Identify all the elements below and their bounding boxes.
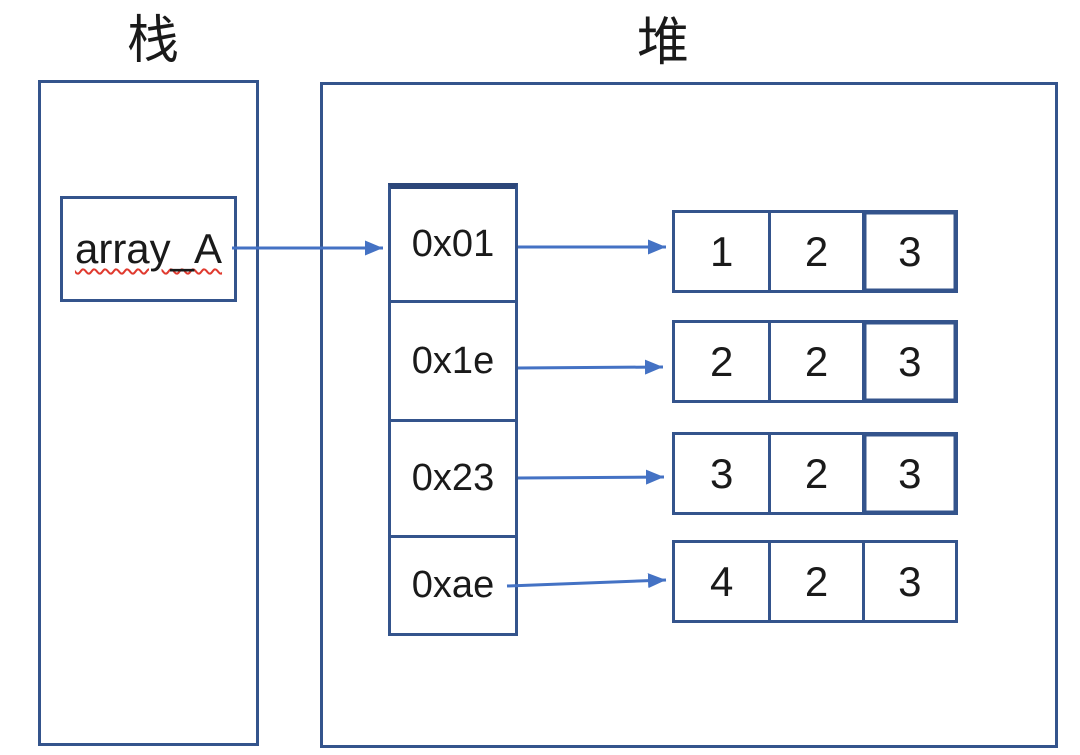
array-row-0: 1 2 3 (672, 210, 958, 293)
array-cell-2-1: 2 (768, 435, 861, 512)
array-cell-0-2: 3 (861, 213, 955, 290)
pointer-address-0: 0x01 (411, 223, 495, 265)
heap-panel (320, 82, 1058, 748)
pointer-address-1: 0x1e (411, 339, 495, 382)
stack-panel (38, 80, 259, 746)
array-cell-2-0: 3 (709, 449, 734, 497)
array-cell-2-2: 3 (861, 435, 955, 512)
stack-variable-label: array_A (74, 225, 223, 272)
pointer-address-2: 0x23 (411, 457, 495, 499)
array-cell-1-0: 2 (709, 337, 734, 385)
array-cell-3-1: 2 (768, 543, 861, 620)
array-cell-3-0: 4 (709, 557, 734, 605)
array-row-3: 4 2 3 (672, 540, 958, 623)
pointer-cell-1: 0x1e (391, 300, 515, 419)
array-cell-1-1: 2 (768, 323, 861, 400)
array-row-1: 2 2 3 (672, 320, 958, 403)
heap-title: 堆 (637, 14, 690, 72)
array-cell-3-2: 3 (861, 543, 955, 620)
stack-title: 栈 (127, 12, 180, 70)
pointer-cell-0: 0x01 (391, 189, 515, 300)
array-row-2: 3 2 3 (672, 432, 958, 515)
pointer-table: 0x01 0x1e 0x23 0xae (388, 183, 518, 636)
pointer-cell-3: 0xae (391, 535, 515, 633)
array-cell-0-0: 1 (709, 227, 734, 275)
pointer-address-3: 0xae (411, 564, 495, 606)
array-cell-0-1: 2 (768, 213, 861, 290)
array-cell-1-2: 3 (861, 323, 955, 400)
stack-variable-box: array_A (60, 196, 237, 302)
pointer-cell-2: 0x23 (391, 419, 515, 535)
